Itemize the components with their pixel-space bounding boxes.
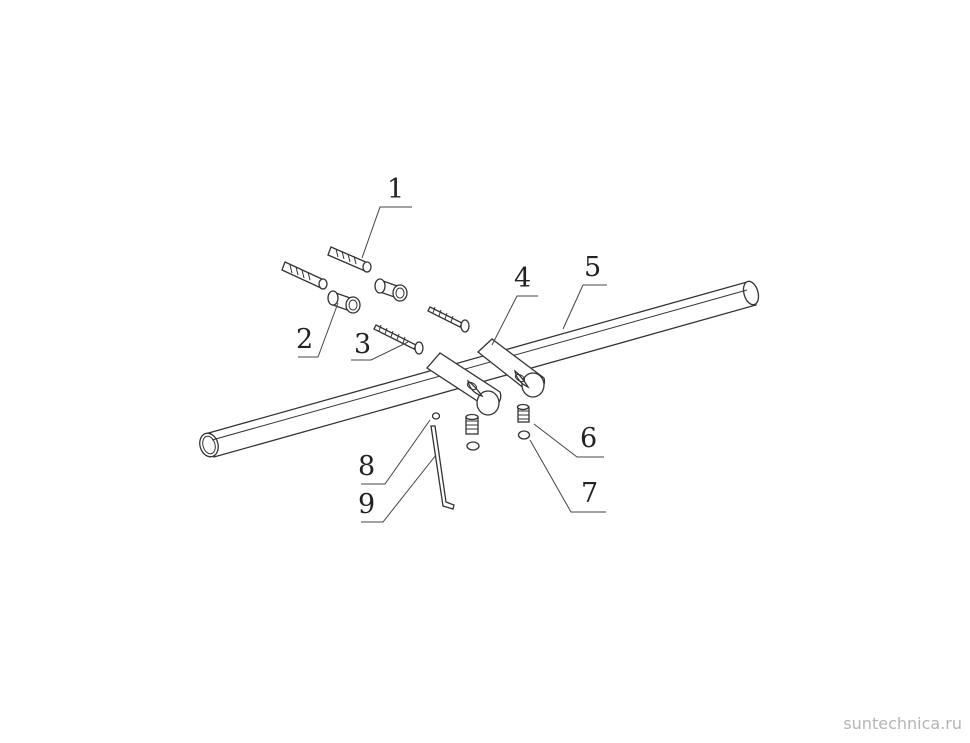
callout-9: 9 — [358, 489, 375, 520]
callout-6: 6 — [580, 423, 597, 454]
wall-anchor-upper — [327, 246, 372, 273]
screw-upper — [427, 306, 470, 333]
small-cap — [431, 412, 441, 420]
spacer-sleeve-upper — [374, 278, 408, 302]
wall-bracket-left — [426, 352, 502, 416]
callout-2: 2 — [296, 324, 313, 355]
spacer-sleeve-lower — [327, 290, 361, 314]
rail-bar — [199, 280, 760, 458]
wall-anchor-lower — [281, 261, 328, 290]
hex-key — [430, 425, 455, 510]
set-screw-left — [465, 413, 479, 435]
callout-4: 4 — [514, 263, 531, 294]
callout-8: 8 — [358, 451, 375, 482]
cap-right — [517, 430, 531, 440]
callout-3: 3 — [354, 329, 371, 360]
set-screw-right — [516, 403, 530, 423]
leader-lines — [298, 206, 607, 523]
callout-1: 1 — [387, 174, 404, 205]
cap-left — [466, 441, 480, 451]
callout-5: 5 — [584, 252, 601, 283]
screw-lower — [373, 324, 424, 355]
watermark: suntechnica.ru — [843, 714, 962, 733]
wall-bracket-right — [477, 338, 546, 398]
callout-7: 7 — [581, 478, 598, 509]
